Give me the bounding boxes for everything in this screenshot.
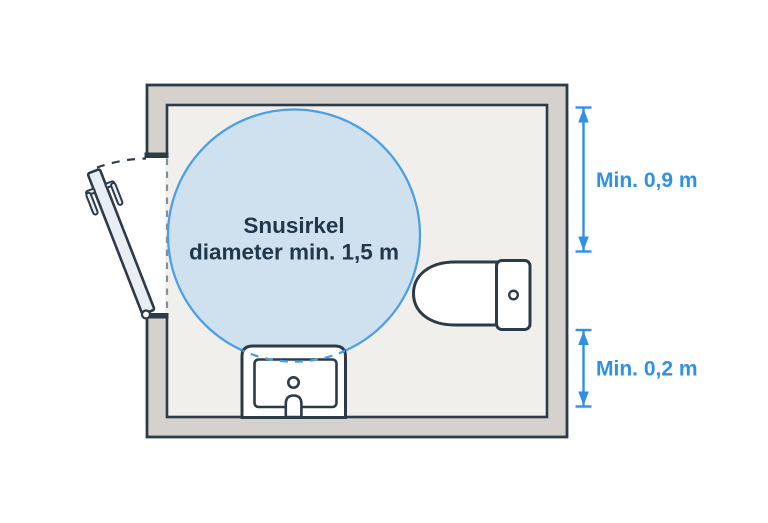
toilet-bowl: [412, 260, 499, 327]
sink-faucet: [284, 394, 303, 419]
dimension-label-upper: Min. 0,9 m: [596, 169, 698, 192]
dimension-right-lower: Min. 0,2 m: [575, 328, 698, 408]
door-hinge: [140, 309, 152, 320]
toilet-top-view-icon: [412, 259, 532, 331]
door-swing-arc-dashed: [96, 157, 147, 169]
arrowhead-down-icon: [578, 236, 589, 251]
door-swing-icon: [85, 157, 156, 320]
dimension-label-lower: Min. 0,2 m: [596, 358, 698, 381]
arrowhead-down-icon: [578, 391, 589, 406]
arrowhead-up-icon: [578, 108, 589, 123]
turning-circle: Snusirkel diameter min. 1,5 m: [166, 108, 422, 363]
door-handle-inner: [104, 180, 124, 206]
door-jamb-bottom: [144, 313, 169, 319]
toilet-flush-button: [508, 289, 520, 301]
door-handle-outer: [85, 187, 99, 216]
sink-top-view-icon: [240, 344, 347, 419]
turning-circle-label-line1: Snusirkel: [243, 213, 344, 238]
arrowhead-up-icon: [578, 331, 589, 345]
door-opening-gap: [142, 158, 166, 313]
turning-circle-label-line2: diameter min. 1,5 m: [189, 240, 399, 265]
door-jamb-top: [144, 152, 169, 158]
sink-drain: [286, 375, 300, 389]
dimension-right-upper: Min. 0,9 m: [575, 106, 698, 253]
